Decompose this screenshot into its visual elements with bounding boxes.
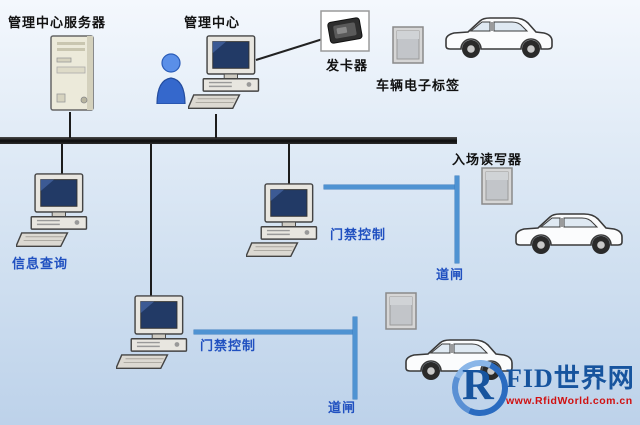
logo-text-column: FID世界网 www.RfidWorld.com.cn xyxy=(506,364,635,407)
access-control-computer-bottom-icon xyxy=(116,295,188,369)
vehicle-tag-icon xyxy=(392,26,424,64)
car-icon-top xyxy=(445,17,553,59)
operator-person-icon xyxy=(156,53,186,104)
vehicle-tag-label: 车辆电子标签 xyxy=(376,78,461,93)
access-control-computer-right-icon xyxy=(246,183,318,257)
access-control-bottom-label: 门禁控制 xyxy=(200,338,257,353)
info-query-drop-line xyxy=(61,144,63,174)
logo-brand-text: FID世界网 xyxy=(506,364,635,393)
info-query-label: 信息查询 xyxy=(12,256,69,271)
card-issuer-label: 发卡器 xyxy=(326,58,369,73)
management-center-label: 管理中心 xyxy=(184,15,241,30)
access-control-right-label: 门禁控制 xyxy=(330,227,387,242)
car-icon-middle xyxy=(515,213,623,255)
entry-reader-label: 入场读写器 xyxy=(452,152,523,167)
barrier-bottom-label: 道闸 xyxy=(328,400,357,415)
barrier-bottom-vline xyxy=(353,317,357,399)
server-drop-line xyxy=(69,112,71,138)
exit-reader-icon xyxy=(385,292,417,330)
logo-r-letter: R xyxy=(462,360,494,409)
bottom-station-drop-line xyxy=(150,144,152,296)
rfid-world-logo: R FID世界网 www.RfidWorld.com.cn xyxy=(444,352,635,424)
info-query-computer-icon xyxy=(16,173,88,247)
network-bus-line xyxy=(0,137,457,144)
barrier-right-vline xyxy=(455,176,459,263)
logo-r-mark: R xyxy=(444,352,516,424)
entry-reader-icon xyxy=(481,167,513,205)
server-tower-icon xyxy=(50,35,94,111)
card-issuer-icon xyxy=(320,10,370,52)
server-label: 管理中心服务器 xyxy=(8,15,107,30)
barrier-bottom-hline xyxy=(194,330,357,334)
barrier-right-label: 道闸 xyxy=(436,267,465,282)
issuer-connector-line xyxy=(255,37,327,61)
management-drop-line xyxy=(215,114,217,138)
logo-url-text: www.RfidWorld.com.cn xyxy=(506,395,633,407)
barrier-right-hline xyxy=(324,185,458,189)
right-station-drop-line xyxy=(288,144,290,184)
